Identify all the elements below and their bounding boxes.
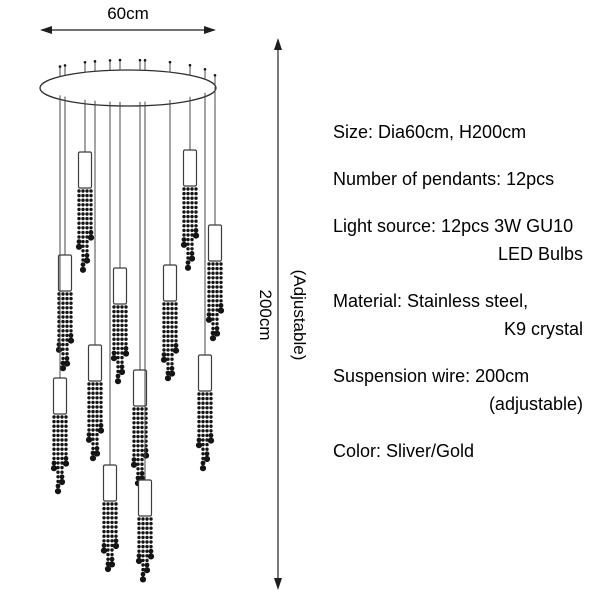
spec-item: Color: Sliver/Gold <box>333 437 593 465</box>
ceiling-canopy <box>39 69 217 107</box>
width-dimension: 60cm <box>40 4 216 34</box>
pendant <box>55 64 75 372</box>
spec-text: Suspension wire: 200cm <box>333 366 530 386</box>
arrow-left-icon <box>40 26 52 34</box>
pendant <box>75 60 95 273</box>
adjustable-label: (Adjustable) <box>290 270 309 361</box>
pendant <box>130 58 150 487</box>
spec-text: Size: Dia60cm, H200cm <box>333 122 527 142</box>
spec-text: Number of pendants: 12pcs <box>333 169 555 189</box>
pendant <box>205 73 225 342</box>
spec-text-continued: (adjustable) <box>488 394 583 414</box>
pendant <box>160 60 180 382</box>
spec-item: Size: Dia60cm, H200cm <box>333 118 593 146</box>
width-dimension-label: 60cm <box>107 4 149 23</box>
spec-item: Suspension wire: 200cm (adjustable) <box>333 362 593 418</box>
spec-text: Light source: 12pcs 3W GU10 <box>333 216 574 236</box>
pendant <box>135 59 155 583</box>
pendant <box>50 65 70 495</box>
arrow-right-icon <box>204 26 216 34</box>
spec-text-continued: LED Bulbs <box>497 244 583 264</box>
arrow-up-icon <box>274 38 282 50</box>
pendant <box>195 67 215 472</box>
pendant <box>180 63 200 271</box>
pendant <box>85 60 105 462</box>
spec-text: Material: Stainless steel, <box>333 291 529 311</box>
spec-item: Number of pendants: 12pcs <box>333 165 593 193</box>
pendants <box>50 58 225 583</box>
spec-item: Material: Stainless steel, K9 crystal <box>333 287 593 343</box>
height-dimension: 200cm (Adjustable) <box>256 38 309 590</box>
height-dimension-label: 200cm <box>256 289 275 340</box>
chandelier-diagram: 60cm 200cm (Adjustable) <box>39 4 309 590</box>
arrow-down-icon <box>274 578 282 590</box>
spec-text: Color: Sliver/Gold <box>333 441 475 461</box>
spec-text-continued: K9 crystal <box>503 319 583 339</box>
pendant <box>110 58 130 385</box>
pendant <box>100 59 120 573</box>
